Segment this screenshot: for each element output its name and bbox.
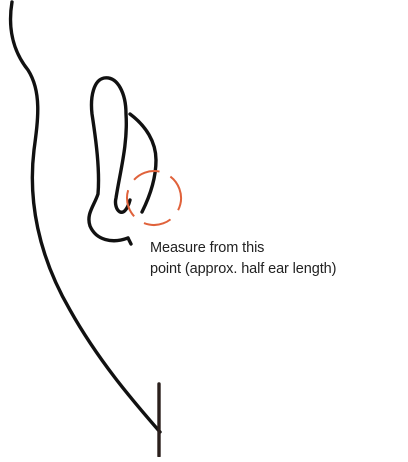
measurement-annotation: Measure from this point (approx. half ea… [150, 238, 400, 280]
annotation-line-1: Measure from this [150, 238, 400, 259]
annotation-line-2: point (approx. half ear length) [150, 259, 400, 280]
ear-lobe-tip [128, 238, 131, 244]
outer-ear-outline [89, 78, 130, 241]
inner-ear-fold [130, 114, 156, 212]
head-outline [11, 2, 160, 432]
